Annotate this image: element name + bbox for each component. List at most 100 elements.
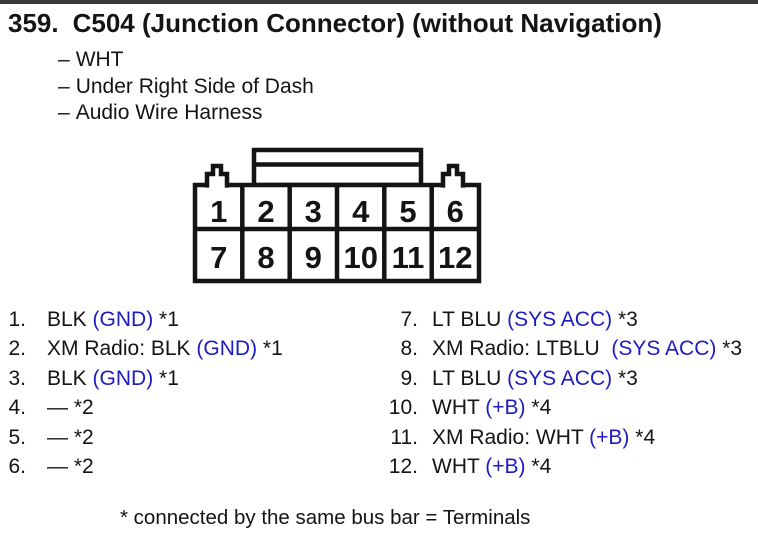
pin-wire-entry: LT BLU (SYS ACC) *3 xyxy=(432,305,638,334)
connector-pin-number: 10 xyxy=(343,240,377,275)
wire-color: LT BLU xyxy=(432,308,502,331)
pin-number: 1. xyxy=(8,308,26,331)
signal-name: (GND) xyxy=(92,366,154,390)
pin-number: 4. xyxy=(8,396,26,420)
wire-color: XM Radio: BLK xyxy=(47,337,191,361)
bus-bar-note: *4 xyxy=(635,425,656,449)
item-index: 359. xyxy=(8,8,59,38)
detail-text: Audio Wire Harness xyxy=(75,101,263,124)
connector-key-right xyxy=(440,163,466,188)
bus-bar-footnote: * connected by the same bus bar = Termin… xyxy=(120,506,531,529)
wire-color: — xyxy=(47,455,68,479)
connector-pin-number: 4 xyxy=(352,194,370,229)
pin-list-right: 7. LT BLU (SYS ACC) *3 8. XM Radio: LTBL… xyxy=(378,305,742,481)
bus-bar-note: *2 xyxy=(73,425,94,449)
pin-list-item: 7. LT BLU (SYS ACC) *3 xyxy=(378,305,742,334)
detail-harness: –Audio Wire Harness xyxy=(58,100,314,127)
pin-list-item: 9. LT BLU (SYS ACC) *3 xyxy=(378,364,742,393)
signal-name: (GND) xyxy=(92,308,154,331)
detail-location: –Under Right Side of Dash xyxy=(58,74,314,101)
bus-bar-note: *4 xyxy=(531,455,552,479)
connector-pin-number: 2 xyxy=(257,194,274,229)
pin-number: 12. xyxy=(388,455,418,479)
signal-name: (SYS ACC) xyxy=(507,308,613,331)
connector-pin-number: 12 xyxy=(438,240,472,275)
bus-bar-note: *1 xyxy=(262,337,283,361)
pin-number: 7. xyxy=(400,308,418,331)
pin-list-item: 11. XM Radio: WHT (+B) *4 xyxy=(378,423,742,452)
pin-wire-entry: XM Radio: BLK (GND) *1 xyxy=(47,334,283,363)
bus-bar-note: *1 xyxy=(159,366,179,390)
bus-bar-note: *2 xyxy=(73,396,94,420)
wire-color: — xyxy=(47,396,68,420)
connector-pin-number: 3 xyxy=(305,194,322,229)
dash-bullet: – xyxy=(58,101,70,124)
connector-pin-number: 1 xyxy=(210,194,227,229)
pin-number: 8. xyxy=(400,337,418,361)
bus-bar-note: *4 xyxy=(531,396,552,420)
pin-list-item: 1. BLK (GND) *1 xyxy=(0,305,283,334)
pin-list-item: 4. — *2 xyxy=(0,393,283,422)
bus-bar-note: *3 xyxy=(617,308,638,331)
pin-number: 11. xyxy=(390,425,418,449)
pin-wire-entry: XM Radio: WHT (+B) *4 xyxy=(432,423,655,452)
pin-number: 3. xyxy=(8,366,26,390)
pin-number: 10. xyxy=(388,396,418,420)
wire-color: WHT xyxy=(432,455,480,479)
pin-list-item: 3. BLK (GND) *1 xyxy=(0,364,283,393)
pin-wire-entry: — *2 xyxy=(47,393,94,422)
wire-color: — xyxy=(47,425,68,449)
bus-bar-note: *1 xyxy=(159,308,179,331)
signal-name: (+B) xyxy=(589,425,630,449)
connector-pin-number: 5 xyxy=(399,194,416,229)
pin-list-item: 12. WHT (+B) *4 xyxy=(378,452,742,481)
signal-name: (GND) xyxy=(196,337,258,361)
pin-number: 6. xyxy=(8,455,26,479)
detail-text: Under Right Side of Dash xyxy=(75,74,314,98)
connector-pin-number: 9 xyxy=(305,240,322,275)
pin-wire-entry: BLK (GND) *1 xyxy=(47,364,179,393)
header: 359. C504 (Junction Connector) (without … xyxy=(8,8,662,39)
dash-bullet: – xyxy=(58,48,70,71)
detail-text: WHT xyxy=(75,48,124,71)
connector-latch xyxy=(251,147,424,188)
connector-diagram: 1 2 3 4 5 6 7 8 9 10 11 12 xyxy=(192,147,482,284)
pin-list-item: 10. WHT (+B) *4 xyxy=(378,393,742,422)
pin-number: 9. xyxy=(400,366,418,390)
pin-wire-entry: XM Radio: LTBLU (SYS ACC) *3 xyxy=(432,334,742,363)
pin-wire-entry: BLK (GND) *1 xyxy=(47,305,179,334)
wire-color: XM Radio: LTBLU xyxy=(432,337,606,361)
pin-number: 2. xyxy=(8,337,26,361)
connector-pin-number: 7 xyxy=(210,240,227,275)
wire-color: WHT xyxy=(432,396,480,420)
pin-list-item: 8. XM Radio: LTBLU (SYS ACC) *3 xyxy=(378,334,742,363)
pin-number: 5. xyxy=(8,425,26,449)
connector-pin-number: 6 xyxy=(447,194,464,229)
bus-bar-note: *3 xyxy=(617,366,638,390)
bus-bar-note: *2 xyxy=(73,455,94,479)
wire-color: BLK xyxy=(47,308,87,331)
dash-bullet: – xyxy=(58,74,70,98)
connector-pin-number: 8 xyxy=(257,240,274,275)
signal-name: (SYS ACC) xyxy=(507,366,613,390)
pin-wire-entry: — *2 xyxy=(47,423,94,452)
connector-pin-number: 11 xyxy=(392,240,425,275)
pin-list-item: 6. — *2 xyxy=(0,452,283,481)
connector-details: –WHT –Under Right Side of Dash –Audio Wi… xyxy=(58,47,314,127)
wire-color: XM Radio: WHT xyxy=(432,425,584,449)
signal-name: (SYS ACC) xyxy=(611,337,717,361)
wire-color: LT BLU xyxy=(432,366,502,390)
page-title: C504 (Junction Connector) (without Navig… xyxy=(72,8,662,38)
pin-list-left: 1. BLK (GND) *1 2. XM Radio: BLK (GND) *… xyxy=(0,305,283,481)
detail-color: –WHT xyxy=(58,47,314,74)
pin-list-item: 5. — *2 xyxy=(0,423,283,452)
signal-name: (+B) xyxy=(485,396,526,420)
bus-bar-note: *3 xyxy=(722,337,743,361)
pin-list-item: 2. XM Radio: BLK (GND) *1 xyxy=(0,334,283,363)
scan-artifact-bar xyxy=(0,0,758,4)
signal-name: (+B) xyxy=(485,455,526,479)
pin-wire-entry: LT BLU (SYS ACC) *3 xyxy=(432,364,638,393)
connector-key-left xyxy=(204,163,230,188)
wire-color: BLK xyxy=(47,366,87,390)
